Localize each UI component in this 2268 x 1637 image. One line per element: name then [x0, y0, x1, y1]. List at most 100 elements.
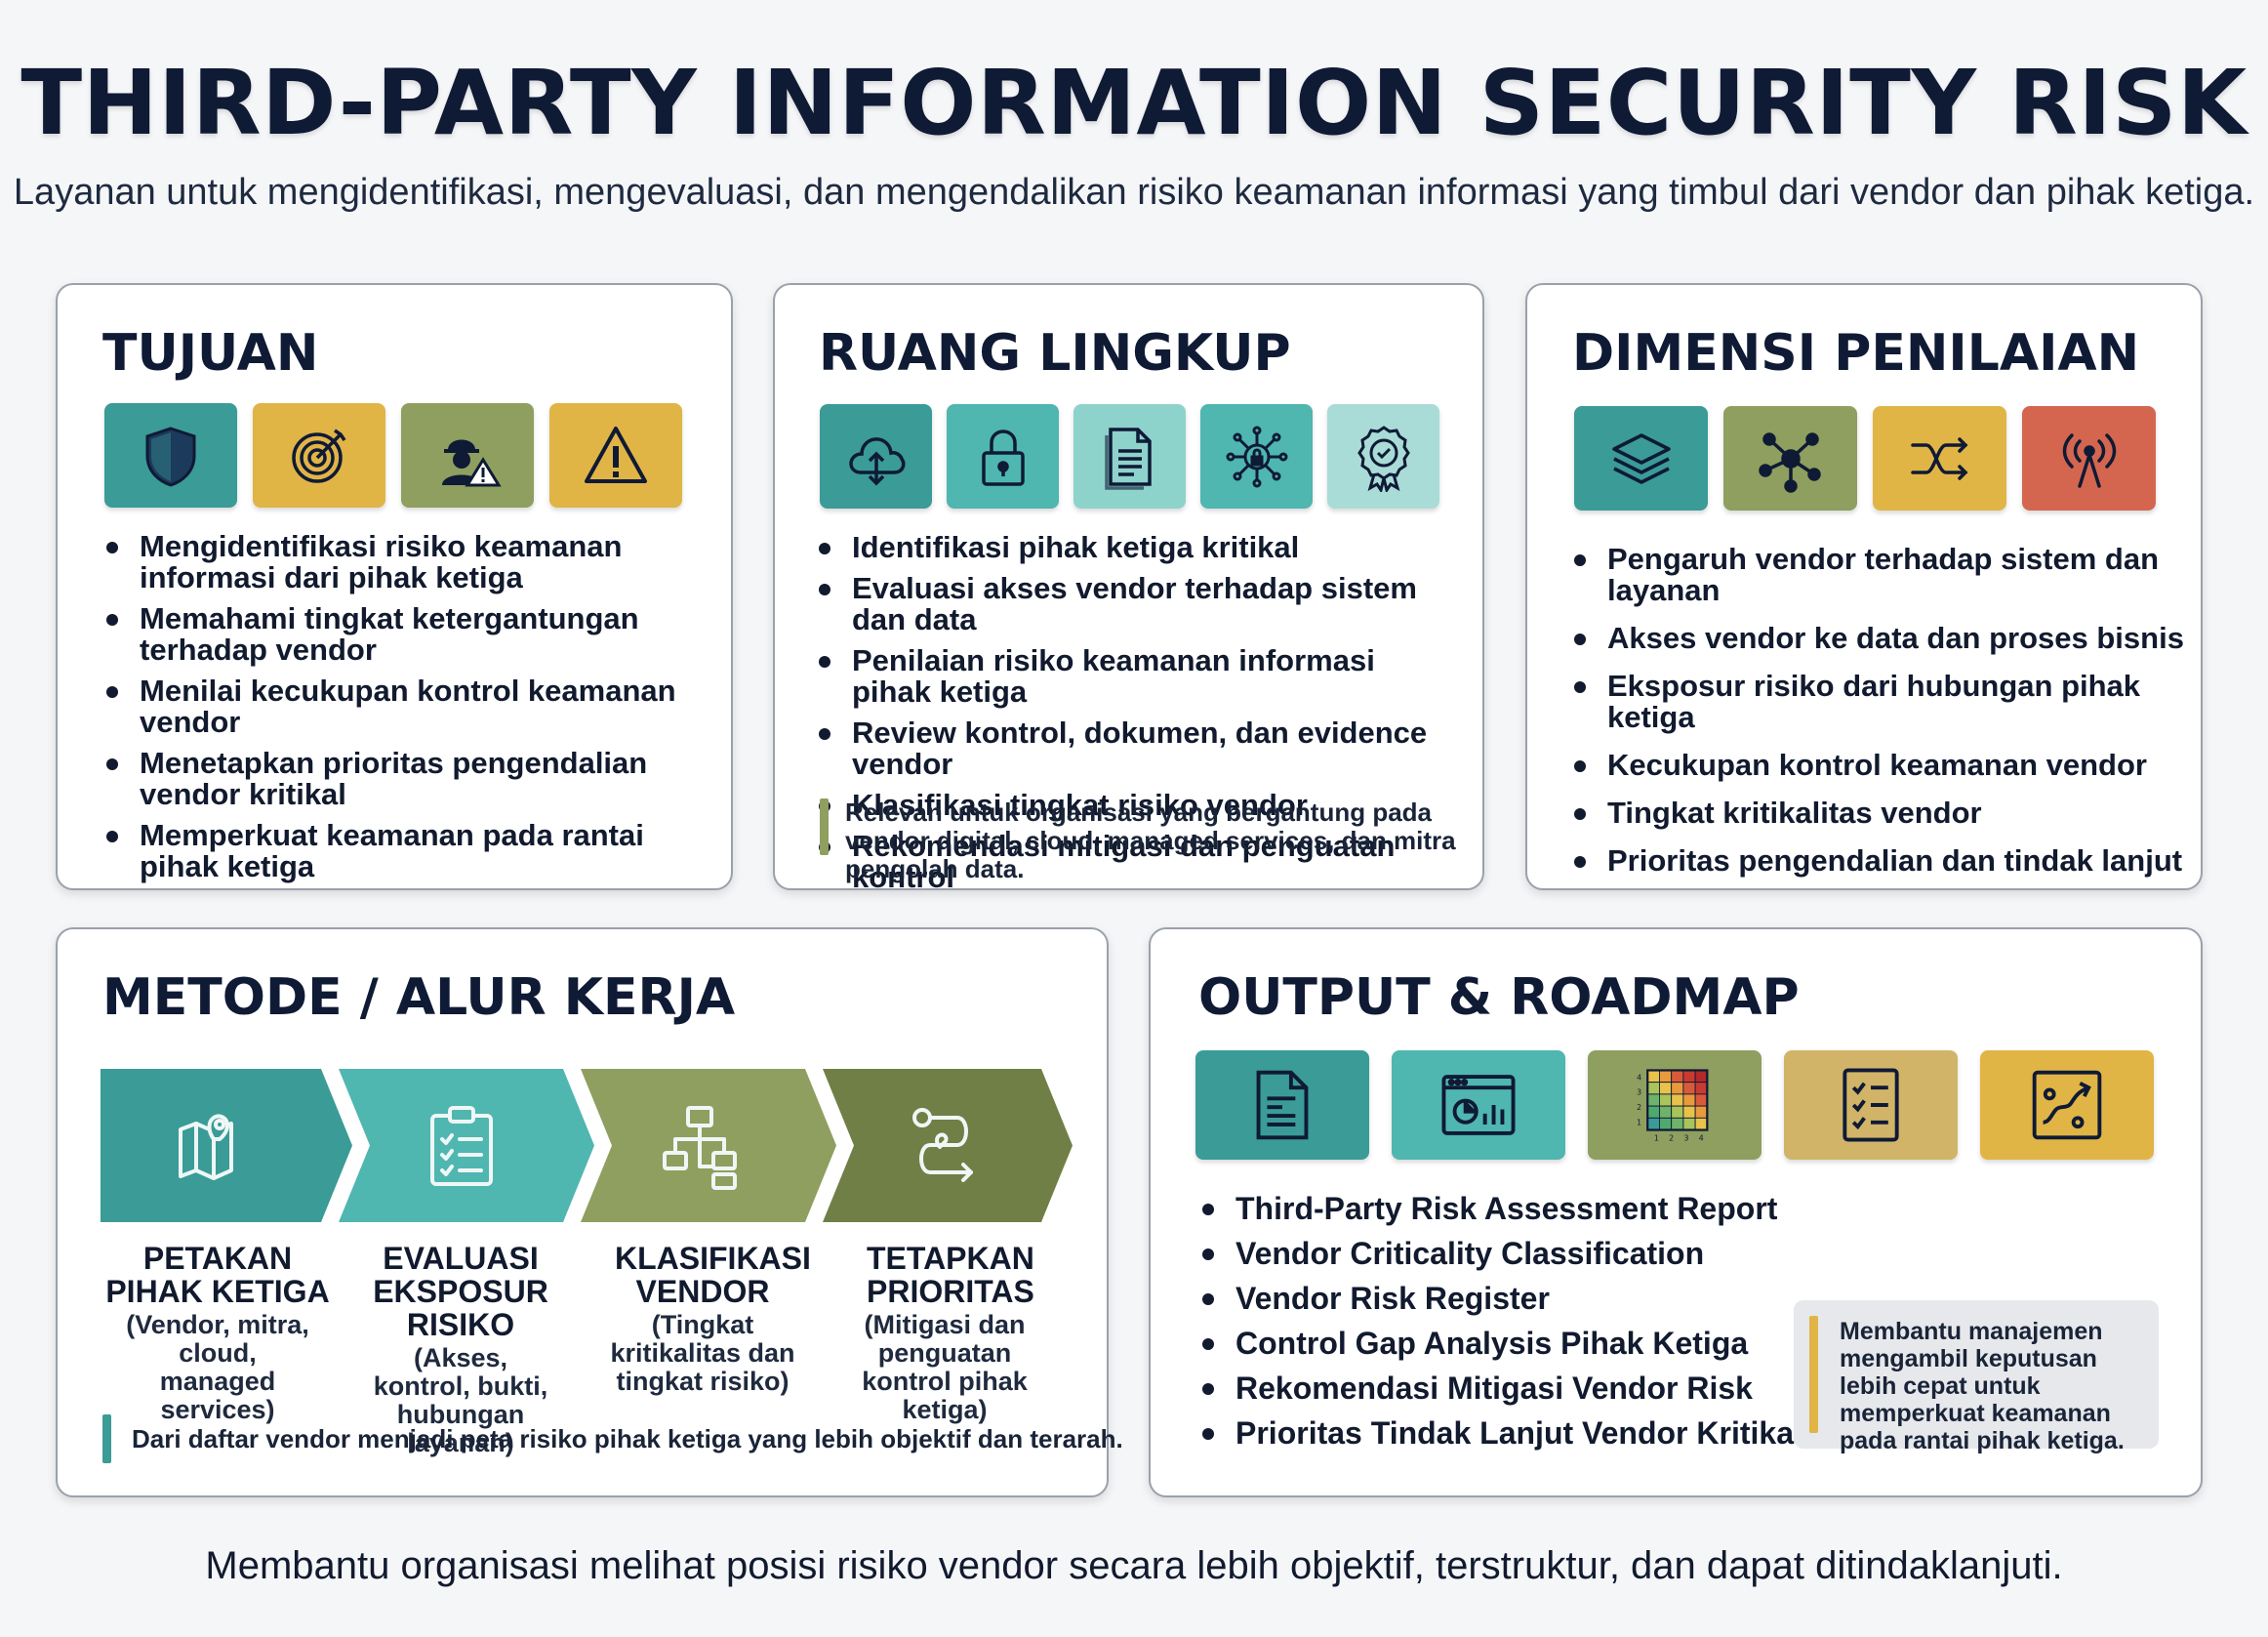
heatmap-cell [1682, 1117, 1696, 1130]
list-item: Memahami tingkat ketergantungan terhadap… [104, 603, 709, 666]
card-title-metode: METODE / ALUR KERJA [102, 968, 736, 1027]
heatmap-cell [1671, 1070, 1684, 1084]
heatmap-y-tick: 4 [1637, 1073, 1641, 1082]
list-item: Third-Party Risk Assessment Report [1200, 1193, 1825, 1224]
antenna-icon [2062, 432, 2116, 488]
tile-network-lock [1200, 404, 1313, 509]
list-item: Review kontrol, dokumen, dan evidence ve… [817, 717, 1461, 780]
certificate-icon [1357, 425, 1410, 492]
report-icon [1256, 1070, 1309, 1140]
list-item: Eksposur risiko dari hubungan pihak keti… [1572, 671, 2187, 733]
tile-certificate [1327, 404, 1439, 509]
step-4-desc: (Mitigasi dan penguatan kontrol pihak ke… [862, 1310, 1028, 1424]
target-icon [292, 429, 346, 483]
tile-lock [947, 404, 1059, 509]
heatmap-y-tick: 2 [1637, 1103, 1641, 1112]
tile-checklist [1784, 1050, 1958, 1160]
list-item: Kecukupan kontrol keamanan vendor [1572, 750, 2187, 781]
tujuan-list: Mengidentifikasi risiko keamanan informa… [104, 531, 709, 882]
tile-roadmap [1980, 1050, 2154, 1160]
tile-warning [549, 403, 682, 508]
list-item: Memperkuat keamanan pada rantai pihak ke… [104, 820, 709, 882]
step-2-desc: (Akses, kontrol, bukti, hubungan layanan… [373, 1343, 548, 1457]
heatmap-cell [1659, 1105, 1673, 1119]
list-item: Akses vendor ke data dan proses bisnis [1572, 623, 2187, 654]
step-3-desc: (Tingkat kritikalitas dan tingkat risiko… [610, 1310, 795, 1396]
shield-icon [145, 426, 196, 487]
ruang-lingkup-list: Identifikasi pihak ketiga kritikal Evalu… [817, 532, 1461, 893]
step-1: PETAKAN PIHAK KETIGA (Vendor, mitra, clo… [101, 1242, 335, 1424]
heatmap-cell [1694, 1093, 1708, 1107]
tile-shuffle [1873, 406, 2006, 511]
output-note-bar [1809, 1316, 1818, 1433]
metode-note-bar [102, 1414, 111, 1463]
flow-chevrons [101, 1069, 1073, 1222]
tile-shield [104, 403, 237, 508]
tile-network [1723, 406, 1857, 511]
layers-icon [1611, 432, 1671, 484]
tile-antenna [2022, 406, 2156, 511]
list-item: Identifikasi pihak ketiga kritikal [817, 532, 1461, 563]
page-title: THIRD-PARTY INFORMATION SECURITY RISK [20, 51, 2248, 155]
chevron-step-1 [101, 1069, 352, 1222]
heatmap-cell [1671, 1082, 1684, 1095]
card-title-dimensi: DIMENSI PENILAIAN [1572, 324, 2140, 383]
list-item: Prioritas Tindak Lanjut Vendor Kritikal [1200, 1417, 1825, 1449]
footer-tagline: Membantu organisasi melihat posisi risik… [205, 1544, 2063, 1587]
step-2: EVALUASI EKSPOSUR RISIKO (Akses, kontrol… [340, 1242, 582, 1457]
list-item: Tingkat kritikalitas vendor [1572, 798, 2187, 829]
card-dimensi: DIMENSI PENILAIAN Pengaruh vendor terhad… [1525, 283, 2203, 890]
card-ruang-lingkup: RUANG LINGKUP Identifikasi pihak ketiga … [773, 283, 1484, 893]
cloud-icon [848, 436, 905, 485]
heatmap-cell [1646, 1093, 1660, 1107]
metode-note: Dari daftar vendor menjadi peta risiko p… [132, 1424, 1123, 1453]
card-title-output: OUTPUT & ROADMAP [1198, 968, 1800, 1027]
output-note: Membantu manajemen mengambil keputusan l… [1840, 1318, 2125, 1454]
worker-warning-icon [442, 439, 502, 486]
note-accent-bar [820, 798, 829, 855]
dimensi-list: Pengaruh vendor terhadap sistem dan laya… [1572, 544, 2187, 877]
tile-report [1195, 1050, 1369, 1160]
list-item: Menilai kecukupan kontrol keamanan vendo… [104, 675, 709, 738]
list-item: Menetapkan prioritas pengendalian vendor… [104, 748, 709, 810]
heatmap-y-tick: 1 [1637, 1118, 1641, 1126]
list-item: Vendor Criticality Classification [1200, 1238, 1825, 1269]
heatmap-cell [1694, 1105, 1708, 1119]
heatmap-cell [1682, 1105, 1696, 1119]
step-1-desc: (Vendor, mitra, cloud, managed services) [126, 1310, 309, 1424]
heatmap-y-tick: 3 [1637, 1088, 1641, 1097]
heatmap-cell [1671, 1093, 1684, 1107]
network-lock-icon [1226, 426, 1287, 487]
heatmap-cell [1646, 1070, 1660, 1084]
heatmap-cell [1671, 1117, 1684, 1130]
heatmap-cell [1659, 1070, 1673, 1084]
ruang-lingkup-note: Relevan untuk organisasi yang bergantung… [845, 798, 1456, 883]
heatmap-x-tick: 2 [1669, 1134, 1674, 1143]
tile-cloud [820, 404, 932, 509]
tile-document [1073, 404, 1186, 509]
heatmap-cell [1659, 1093, 1673, 1107]
tile-dashboard [1392, 1050, 1565, 1160]
list-item: Pengaruh vendor terhadap sistem dan laya… [1572, 544, 2187, 606]
tile-target [253, 403, 385, 508]
heatmap-cell [1646, 1117, 1660, 1130]
shuffle-icon [1910, 436, 1967, 480]
list-item: Evaluasi akses vendor terhadap sistem da… [817, 573, 1461, 635]
output-note-box: Membantu manajemen mengambil keputusan l… [1794, 1300, 2159, 1454]
heatmap-cell [1682, 1082, 1696, 1095]
step-2-title: EVALUASI EKSPOSUR RISIKO [373, 1241, 548, 1342]
step-3-title: KLASIFIKASI VENDOR [615, 1241, 811, 1309]
heatmap-cell [1659, 1082, 1673, 1095]
checklist-icon [1843, 1068, 1899, 1142]
network-icon [1758, 431, 1821, 493]
heatmap-cell [1694, 1082, 1708, 1095]
step-4: TETAPKAN PRIORITAS (Mitigasi dan penguat… [830, 1242, 1060, 1424]
warning-icon [585, 426, 647, 483]
output-list: Third-Party Risk Assessment Report Vendo… [1200, 1193, 1825, 1449]
roadmap-icon [2032, 1070, 2102, 1140]
tile-worker [401, 403, 534, 508]
heatmap-x-tick: 4 [1699, 1134, 1704, 1143]
lock-icon [981, 429, 1025, 486]
